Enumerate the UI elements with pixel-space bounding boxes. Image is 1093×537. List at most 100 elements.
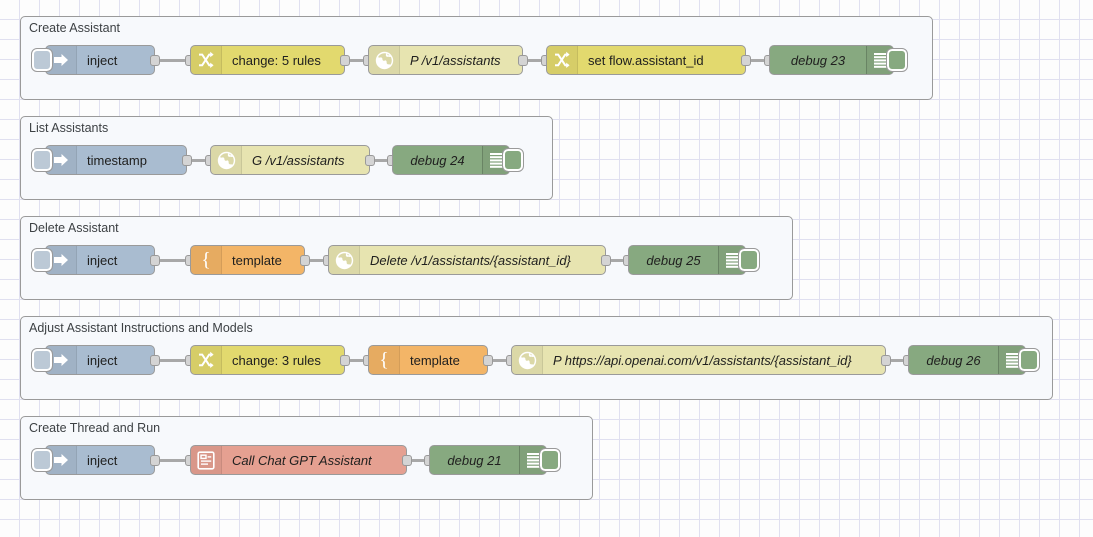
wire (411, 459, 425, 462)
inject-trigger-button[interactable] (31, 48, 53, 72)
wire (159, 59, 186, 62)
output-port[interactable] (518, 55, 528, 66)
output-port[interactable] (340, 355, 350, 366)
node-change[interactable]: change: 3 rules (190, 345, 345, 375)
output-port[interactable] (402, 455, 412, 466)
group-label: Adjust Assistant Instructions and Models (29, 321, 253, 335)
globe-icon (211, 146, 242, 174)
node-set-flow[interactable]: set flow.assistant_id (546, 45, 746, 75)
change-switch-icon (547, 46, 578, 74)
debug-toggle-button[interactable] (1018, 348, 1040, 372)
node-link (741, 55, 774, 66)
node-label: change: 3 rules (232, 352, 321, 368)
template-brace-icon: { (369, 346, 400, 374)
wire (191, 159, 206, 162)
node-debug[interactable]: debug 25 (628, 245, 746, 275)
node-link (402, 455, 434, 466)
node-label: template (410, 352, 460, 368)
output-port[interactable] (741, 55, 751, 66)
wire (610, 259, 624, 262)
node-inject[interactable]: inject (45, 345, 155, 375)
output-port[interactable] (150, 255, 160, 266)
node-link (340, 55, 373, 66)
group-label: List Assistants (29, 121, 109, 135)
node-http-request[interactable]: Delete /v1/assistants/{assistant_id} (328, 245, 606, 275)
node-change[interactable]: change: 5 rules (190, 45, 345, 75)
group-label: Create Assistant (29, 21, 121, 35)
node-label: debug 24 (410, 152, 465, 168)
node-label: inject (87, 352, 118, 368)
node-inject[interactable]: inject (45, 445, 155, 475)
inject-trigger-button[interactable] (31, 148, 53, 172)
node-debug[interactable]: debug 26 (908, 345, 1026, 375)
node-link (601, 255, 633, 266)
globe-icon (369, 46, 400, 74)
inject-trigger-button[interactable] (31, 348, 53, 372)
output-port[interactable] (483, 355, 493, 366)
node-debug[interactable]: debug 24 (392, 145, 510, 175)
node-inject[interactable]: timestamp (45, 145, 187, 175)
node-link (340, 355, 373, 366)
wire (890, 359, 904, 362)
change-switch-icon (191, 46, 222, 74)
group-label: Delete Assistant (29, 221, 119, 235)
output-port[interactable] (150, 455, 160, 466)
node-label: inject (87, 52, 118, 68)
change-switch-icon (191, 346, 222, 374)
node-http-request[interactable]: G /v1/assistants (210, 145, 370, 175)
node-label: Call Chat GPT Assistant (232, 452, 372, 468)
node-http-request[interactable]: P https://api.openai.com/v1/assistants/{… (511, 345, 886, 375)
output-port[interactable] (881, 355, 891, 366)
node-label: Delete /v1/assistants/{assistant_id} (370, 252, 571, 268)
output-port[interactable] (601, 255, 611, 266)
node-label: P /v1/assistants (410, 52, 501, 68)
node-label: change: 5 rules (232, 52, 321, 68)
svg-text:{: { (201, 250, 211, 270)
node-template[interactable]: { template (190, 245, 305, 275)
debug-toggle-button[interactable] (886, 48, 908, 72)
node-label: G /v1/assistants (252, 152, 345, 168)
debug-toggle-button[interactable] (502, 148, 524, 172)
globe-icon (512, 346, 543, 374)
node-link (518, 55, 551, 66)
node-link (182, 155, 215, 166)
assistant-form-icon (191, 446, 222, 474)
node-label: debug 26 (926, 352, 981, 368)
globe-icon (329, 246, 360, 274)
template-brace-icon: { (191, 246, 222, 274)
node-debug[interactable]: debug 21 (429, 445, 547, 475)
node-link (150, 455, 195, 466)
wire (750, 59, 765, 62)
wire (159, 359, 186, 362)
output-port[interactable] (150, 55, 160, 66)
node-template[interactable]: { template (368, 345, 488, 375)
node-debug[interactable]: debug 23 (769, 45, 894, 75)
debug-toggle-button[interactable] (738, 248, 760, 272)
output-port[interactable] (300, 255, 310, 266)
node-link (150, 255, 195, 266)
output-port[interactable] (182, 155, 192, 166)
node-link (483, 355, 516, 366)
group-label: Create Thread and Run (29, 421, 161, 435)
node-label: inject (87, 452, 118, 468)
inject-trigger-button[interactable] (31, 448, 53, 472)
node-assistant-call[interactable]: Call Chat GPT Assistant (190, 445, 407, 475)
node-link (300, 255, 333, 266)
output-port[interactable] (365, 155, 375, 166)
node-link (365, 155, 397, 166)
node-inject[interactable]: inject (45, 245, 155, 275)
node-label: set flow.assistant_id (588, 52, 704, 68)
wire (374, 159, 388, 162)
output-port[interactable] (150, 355, 160, 366)
wire (159, 259, 186, 262)
output-port[interactable] (340, 55, 350, 66)
debug-toggle-button[interactable] (539, 448, 561, 472)
node-http-request[interactable]: P /v1/assistants (368, 45, 523, 75)
wire (492, 359, 507, 362)
wire (159, 459, 186, 462)
node-inject[interactable]: inject (45, 45, 155, 75)
node-label: template (232, 252, 282, 268)
inject-trigger-button[interactable] (31, 248, 53, 272)
node-label: debug 25 (646, 252, 701, 268)
